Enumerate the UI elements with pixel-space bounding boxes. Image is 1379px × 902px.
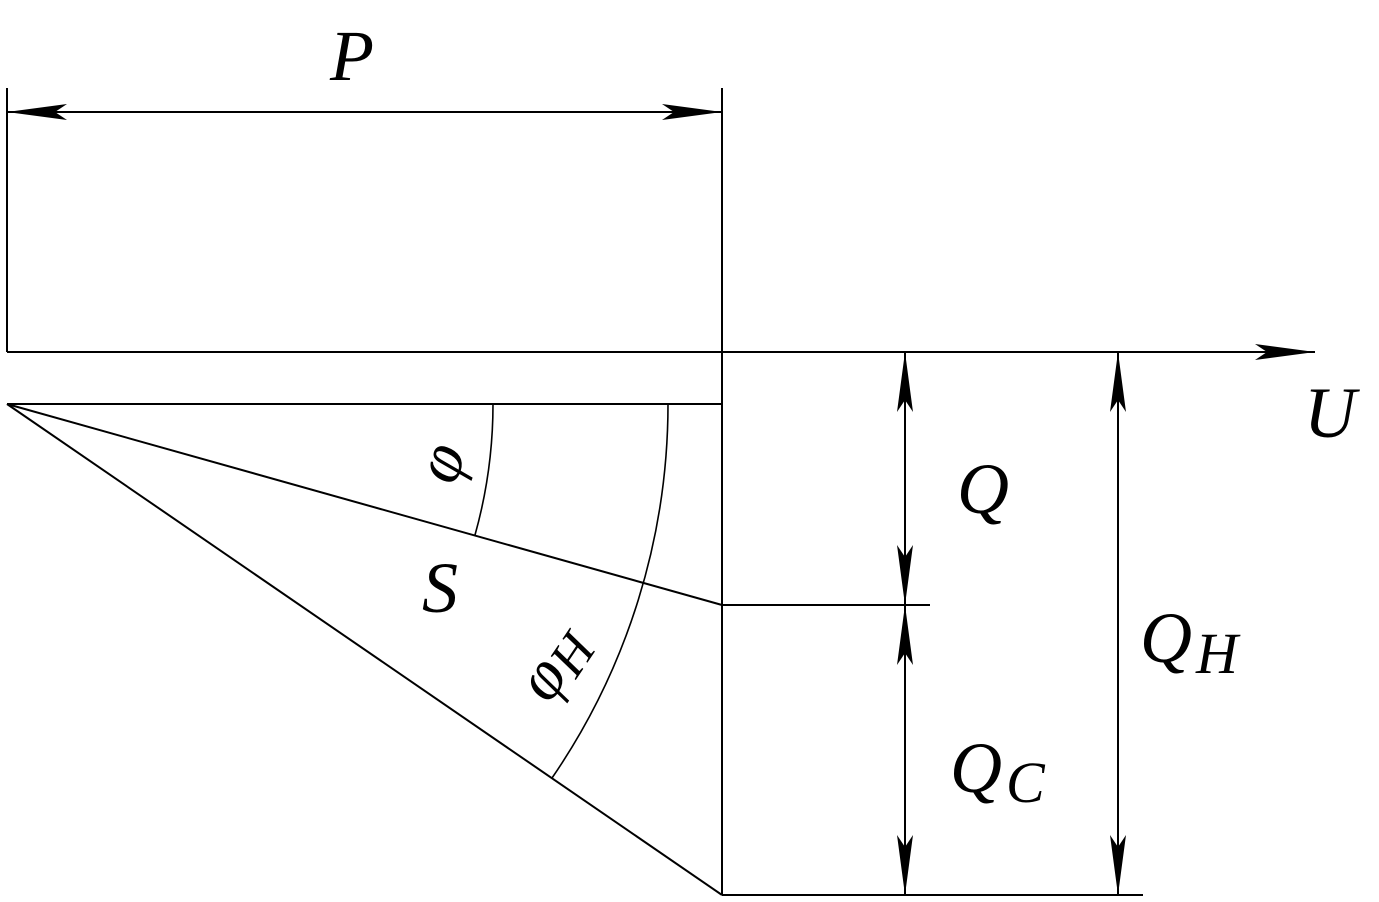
qh-label-main: Q [1140, 598, 1192, 678]
s-label: S [422, 548, 458, 628]
q-label: Q [957, 449, 1009, 529]
phi-label: φ [400, 433, 481, 492]
qh-label: Q H [1140, 598, 1241, 686]
s-vector-line [6, 403, 723, 606]
active-power-block: P [6, 16, 723, 353]
phi-angle-arc [474, 403, 494, 536]
qc-label-sub: C [1006, 750, 1046, 815]
qc-label-main: Q [950, 728, 1002, 808]
p-label: P [329, 16, 374, 96]
phi-h-angle-arc [551, 403, 669, 779]
u-label: U [1304, 373, 1360, 453]
reactive-dimensions [897, 352, 1126, 895]
voltage-axis: U [722, 344, 1360, 453]
qc-label: Q C [950, 728, 1046, 815]
power-triangle [6, 352, 1143, 896]
sh-vector-line [6, 403, 723, 896]
qh-label-sub: H [1195, 621, 1241, 686]
phi-h-label: φ H [501, 621, 608, 713]
